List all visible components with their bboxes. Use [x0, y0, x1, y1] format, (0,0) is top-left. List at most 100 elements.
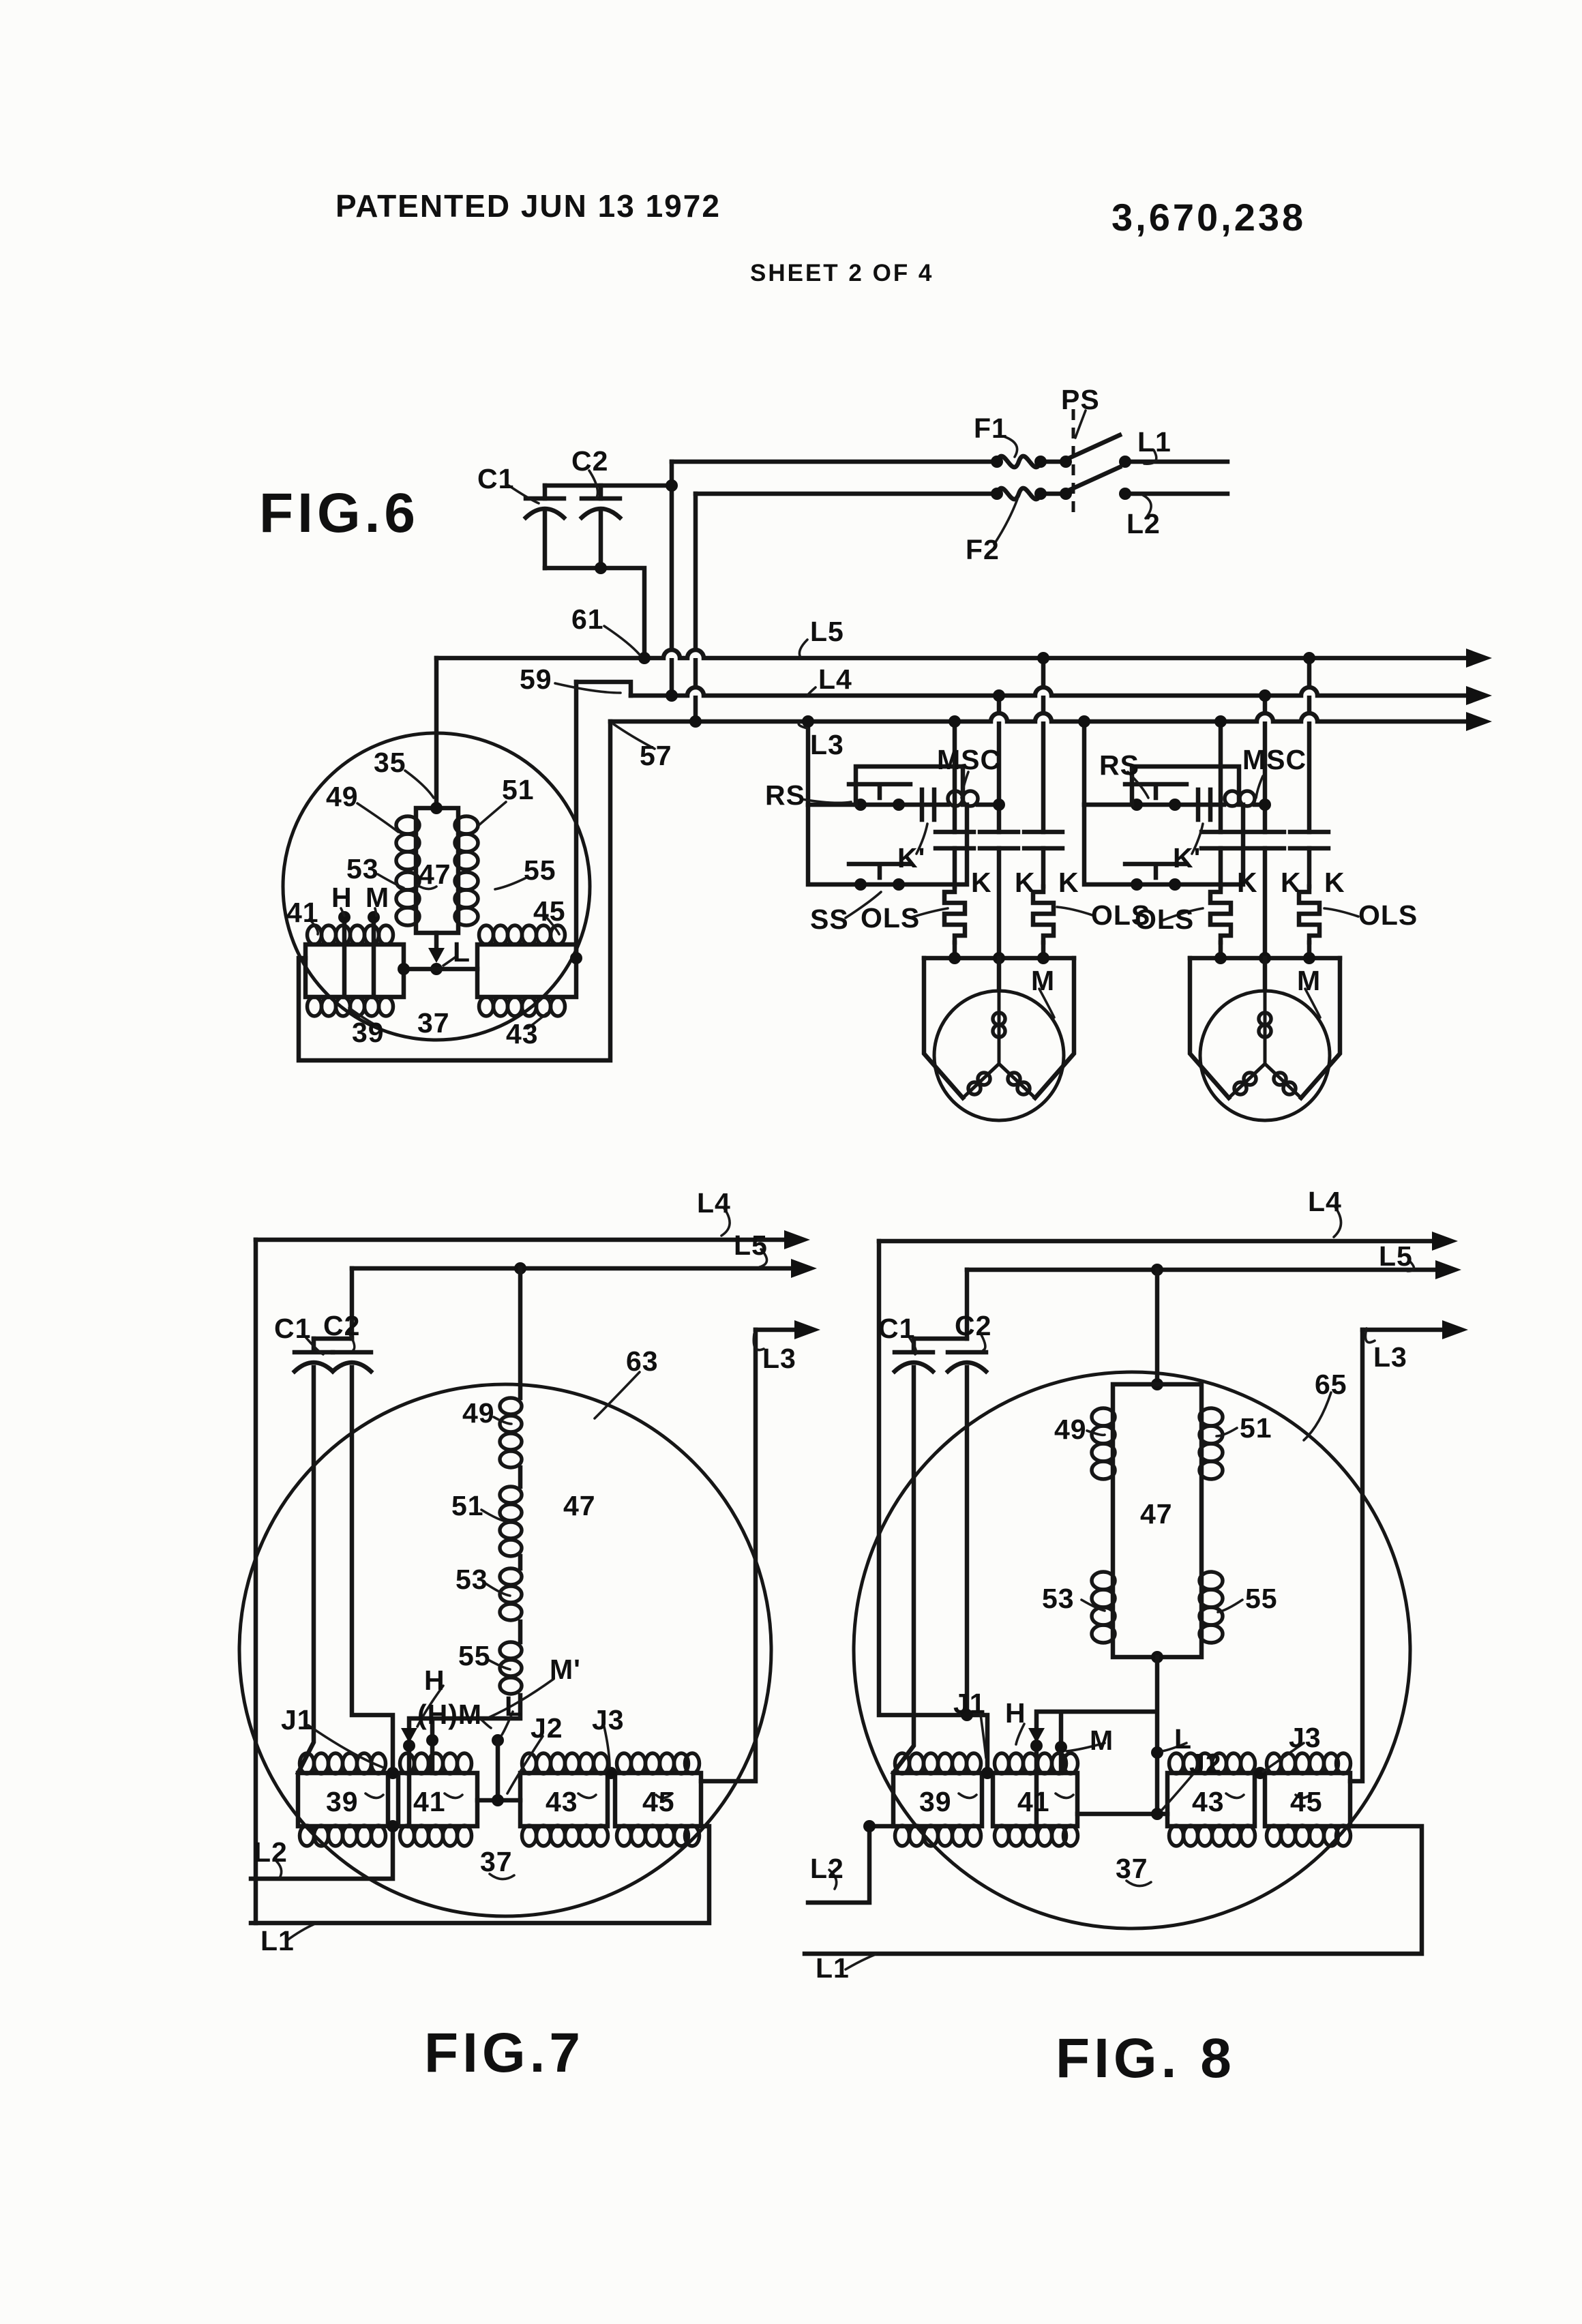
label-fig8-l2: L2 [810, 1853, 844, 1884]
label-fig6-ols1: OLS [861, 902, 920, 934]
label-fig6-ols3: OLS [1135, 904, 1194, 935]
fig8-coil-rows [893, 1751, 1353, 1848]
label-fig6-l: L [453, 936, 471, 968]
label-fig6-msc2: MSC [1242, 744, 1307, 775]
label-fig6-l5: L5 [810, 616, 844, 647]
label-fig7-51: 51 [451, 1490, 484, 1521]
label-fig6-59: 59 [520, 664, 552, 695]
label-fig6-k6: K [1324, 867, 1345, 898]
label-fig7-m-prime: M' [550, 1654, 581, 1685]
label-fig6-m2: M [1297, 965, 1321, 996]
fig8-labels: L4 L5 L3 C1 C2 65 49 51 47 53 55 J1 H M … [810, 1186, 1413, 2089]
label-fig6-k5: K [1281, 867, 1302, 898]
label-fig7-hm: (H)M [417, 1699, 482, 1730]
label-fig7-43: 43 [546, 1786, 578, 1817]
label-fig8-j1: J1 [953, 1688, 986, 1719]
sheet-label: SHEET 2 OF 4 [750, 260, 934, 286]
label-fig6-57: 57 [640, 740, 672, 771]
label-fig6-51: 51 [502, 774, 535, 805]
fig8-wiring [802, 1232, 1468, 1956]
label-fig6-49: 49 [326, 781, 359, 812]
fig7-coil-rows [297, 1751, 702, 1848]
label-fig8-53: 53 [1042, 1583, 1075, 1614]
fig7-caption: FIG.7 [424, 2022, 584, 2084]
label-fig6-m1: M [1031, 965, 1055, 996]
fig8-leader-lines [828, 1206, 1416, 1971]
label-fig7-49: 49 [462, 1397, 495, 1429]
fig8-stator-circle-65 [852, 1370, 1412, 1931]
label-fig8-c2: C2 [955, 1310, 991, 1341]
label-fig6-msc1: MSC [937, 744, 1001, 775]
label-fig8-43: 43 [1192, 1786, 1225, 1817]
header: PATENTED JUN 13 1972 3,670,238 SHEET 2 O… [335, 188, 1306, 286]
patent-number: 3,670,238 [1111, 196, 1306, 239]
label-fig6-37: 37 [417, 1007, 450, 1039]
label-fig7-41: 41 [413, 1786, 446, 1817]
label-fig8-51: 51 [1240, 1412, 1272, 1444]
fig6-leader-lines [308, 409, 1360, 1030]
fig8-caption: FIG. 8 [1056, 2027, 1236, 2089]
label-fig6-l2: L2 [1126, 508, 1161, 539]
label-fig8-45: 45 [1290, 1786, 1323, 1817]
label-fig6-39: 39 [352, 1017, 385, 1048]
fig6-starter-2 [1081, 764, 1343, 1122]
fig8: L4 L5 L3 C1 C2 65 49 51 47 53 55 J1 H M … [802, 1186, 1468, 2089]
label-fig7-j2: J2 [531, 1712, 563, 1744]
label-fig6-55: 55 [524, 854, 556, 886]
fig6-labels: FIG.6 C1 C2 F1 PS L1 L2 F2 61 59 57 L5 L… [259, 384, 1417, 1049]
label-fig6-47: 47 [419, 859, 451, 890]
label-fig8-l4: L4 [1308, 1186, 1342, 1217]
label-fig8-l5: L5 [1379, 1240, 1413, 1272]
label-fig6-h: H [331, 882, 353, 913]
label-fig6-k3: K [1058, 867, 1079, 898]
label-fig8-37: 37 [1116, 1853, 1148, 1884]
label-fig6-35: 35 [374, 747, 406, 778]
label-fig6-rs1: RS [765, 779, 805, 811]
label-fig6-l4: L4 [818, 664, 852, 695]
label-fig7-l1: L1 [260, 1925, 295, 1956]
label-fig6-k2: K [1015, 867, 1036, 898]
label-fig7-c1: C1 [274, 1313, 311, 1344]
label-fig8-l: L [1174, 1723, 1192, 1755]
label-fig6-k1: K [971, 867, 992, 898]
fig6-caption: FIG.6 [259, 482, 419, 544]
label-fig6-m: M [365, 882, 389, 913]
label-fig8-h: H [1005, 1697, 1026, 1729]
label-fig6-41: 41 [286, 897, 319, 928]
label-fig7-55: 55 [458, 1640, 491, 1671]
label-fig6-f2: F2 [966, 534, 1000, 565]
label-fig6-l3: L3 [810, 729, 844, 760]
label-fig7-l3: L3 [762, 1343, 796, 1374]
fig6: FIG.6 C1 C2 F1 PS L1 L2 F2 61 59 57 L5 L… [259, 384, 1492, 1122]
label-fig6-k4: K [1237, 867, 1258, 898]
label-fig8-47: 47 [1140, 1498, 1173, 1530]
label-fig8-j2: J2 [1189, 1748, 1222, 1779]
fig6-starter-1 [805, 764, 1077, 1122]
label-fig7-c2: C2 [323, 1310, 360, 1341]
label-fig7-39: 39 [326, 1786, 359, 1817]
fig7-leader-lines [273, 1207, 768, 1942]
label-fig8-l1: L1 [816, 1952, 850, 1984]
label-fig8-c1: C1 [878, 1313, 915, 1344]
label-fig8-j3: J3 [1289, 1722, 1322, 1753]
label-fig7-j3: J3 [592, 1704, 625, 1735]
label-fig8-65: 65 [1315, 1369, 1347, 1400]
label-fig7-63: 63 [626, 1345, 659, 1377]
label-fig8-39: 39 [919, 1786, 952, 1817]
label-fig8-l3: L3 [1373, 1341, 1407, 1373]
fig7-stator-circle-63 [237, 1382, 773, 1918]
label-fig6-f1: F1 [974, 413, 1008, 444]
label-fig6-45: 45 [533, 895, 566, 927]
label-fig6-c1: C1 [477, 463, 514, 494]
label-fig6-53: 53 [346, 853, 379, 884]
label-fig7-l5: L5 [734, 1230, 768, 1261]
fig7-labels: L4 L5 L3 C1 C2 63 49 51 47 53 55 H M' (H… [254, 1187, 796, 2084]
label-fig7-53: 53 [456, 1564, 488, 1595]
label-fig6-ss: SS [810, 904, 849, 935]
label-fig8-41: 41 [1017, 1786, 1050, 1817]
label-fig6-ols2: OLS [1091, 899, 1150, 931]
label-fig6-rs2: RS [1099, 749, 1139, 781]
label-fig8-49: 49 [1054, 1414, 1087, 1445]
